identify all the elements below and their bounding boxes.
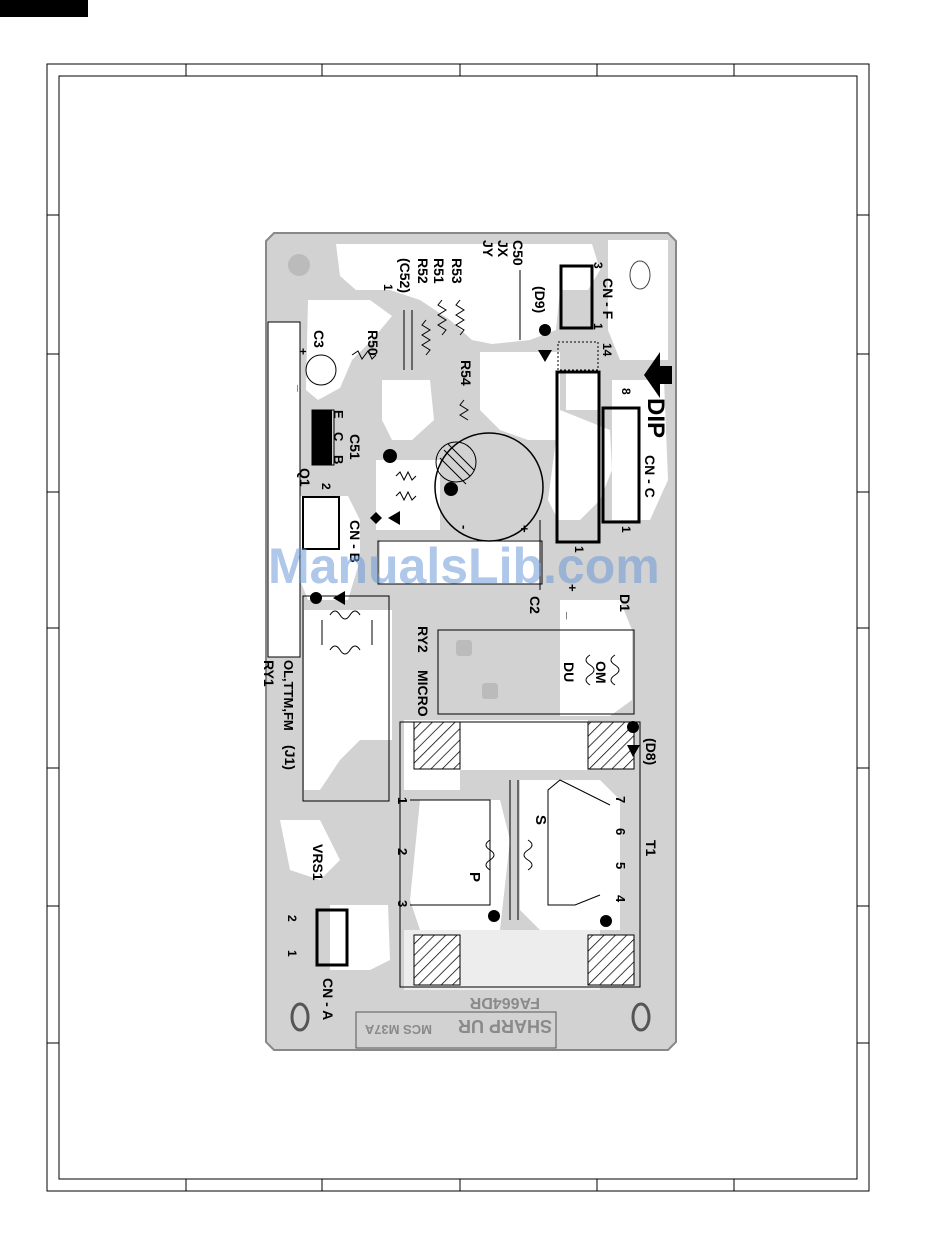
dip-label: DIP — [642, 398, 669, 438]
cn-a-pin1: 1 — [285, 950, 299, 957]
cn-f-pin1: 1 — [591, 323, 605, 330]
cn-b-pin2: 2 — [319, 483, 333, 490]
t1-pin4: 4 — [613, 895, 628, 903]
ry1-label: RY1 — [261, 660, 277, 687]
cn-f-pin3: 3 — [591, 262, 605, 269]
om-label: OM — [593, 661, 609, 684]
d1-minus: _ — [565, 611, 580, 620]
silk-part-number: FA664DR — [469, 994, 540, 1011]
silk-ul-mark: UR — [458, 1016, 484, 1036]
r52-label: R52 — [415, 258, 431, 284]
r50-label: R50 — [365, 330, 381, 356]
cn-a-label: CN - A — [320, 978, 336, 1020]
c2-minus: - — [457, 525, 472, 529]
page-tab — [0, 0, 88, 17]
t1-s-label: S — [532, 815, 549, 825]
t1-p-label: P — [466, 872, 483, 882]
jy-label: JY — [480, 240, 496, 258]
cn-c-pin8: 8 — [619, 388, 633, 395]
t1-pin1: 1 — [395, 797, 410, 804]
vrs1-label: VRS1 — [310, 844, 326, 881]
ol-ttm-fm-label: OL,TTM,FM — [281, 660, 296, 731]
r53-label: R53 — [449, 258, 465, 284]
q1-label: Q1 — [297, 468, 313, 487]
c2-label: C2 — [527, 596, 543, 614]
jx-label: JX — [495, 240, 511, 258]
d1-label: D1 — [617, 594, 633, 612]
ry2-label: RY2 — [415, 626, 431, 653]
silk-cert: MCS M37A — [364, 1022, 432, 1037]
d8-label: (D8) — [643, 738, 659, 765]
c50-label: C50 — [510, 240, 526, 266]
t1-pin3: 3 — [395, 900, 410, 907]
d9-label: (D9) — [532, 286, 548, 313]
t1-pin7: 7 — [613, 796, 628, 803]
cn-c-label: CN - C — [642, 455, 658, 498]
du-label: DU — [561, 662, 577, 682]
q1-e: E — [331, 410, 346, 419]
r54-label: R54 — [458, 360, 474, 386]
c2-plus: + — [517, 525, 532, 533]
cn-f-label: CN - F — [600, 278, 616, 320]
t1-pin5: 5 — [613, 862, 628, 869]
c3-label: C3 — [311, 330, 327, 348]
cn-a-pin2: 2 — [285, 915, 299, 922]
watermark: ManualsLib.com — [268, 538, 660, 594]
c52-label: (C52) — [397, 258, 413, 293]
q1-c: C — [331, 432, 346, 442]
t1-pin2: 2 — [395, 848, 410, 855]
cn-c-pin14: 14 — [600, 343, 614, 357]
j1-label: (J1) — [282, 745, 298, 770]
t1-pin6: 6 — [613, 828, 628, 835]
c3-plus: + — [296, 348, 310, 355]
c51-label: C51 — [347, 434, 363, 460]
t1-label: T1 — [643, 840, 659, 857]
silk-brand: SHARP — [489, 1016, 552, 1036]
r51-label: R51 — [431, 258, 447, 284]
micro-label: MICRO — [415, 670, 431, 717]
r52-pin1-label: 1 — [381, 284, 395, 291]
cn-c-pin1: 1 — [619, 526, 633, 533]
c3-minus: _ — [296, 384, 310, 392]
q1-b: B — [331, 455, 346, 464]
